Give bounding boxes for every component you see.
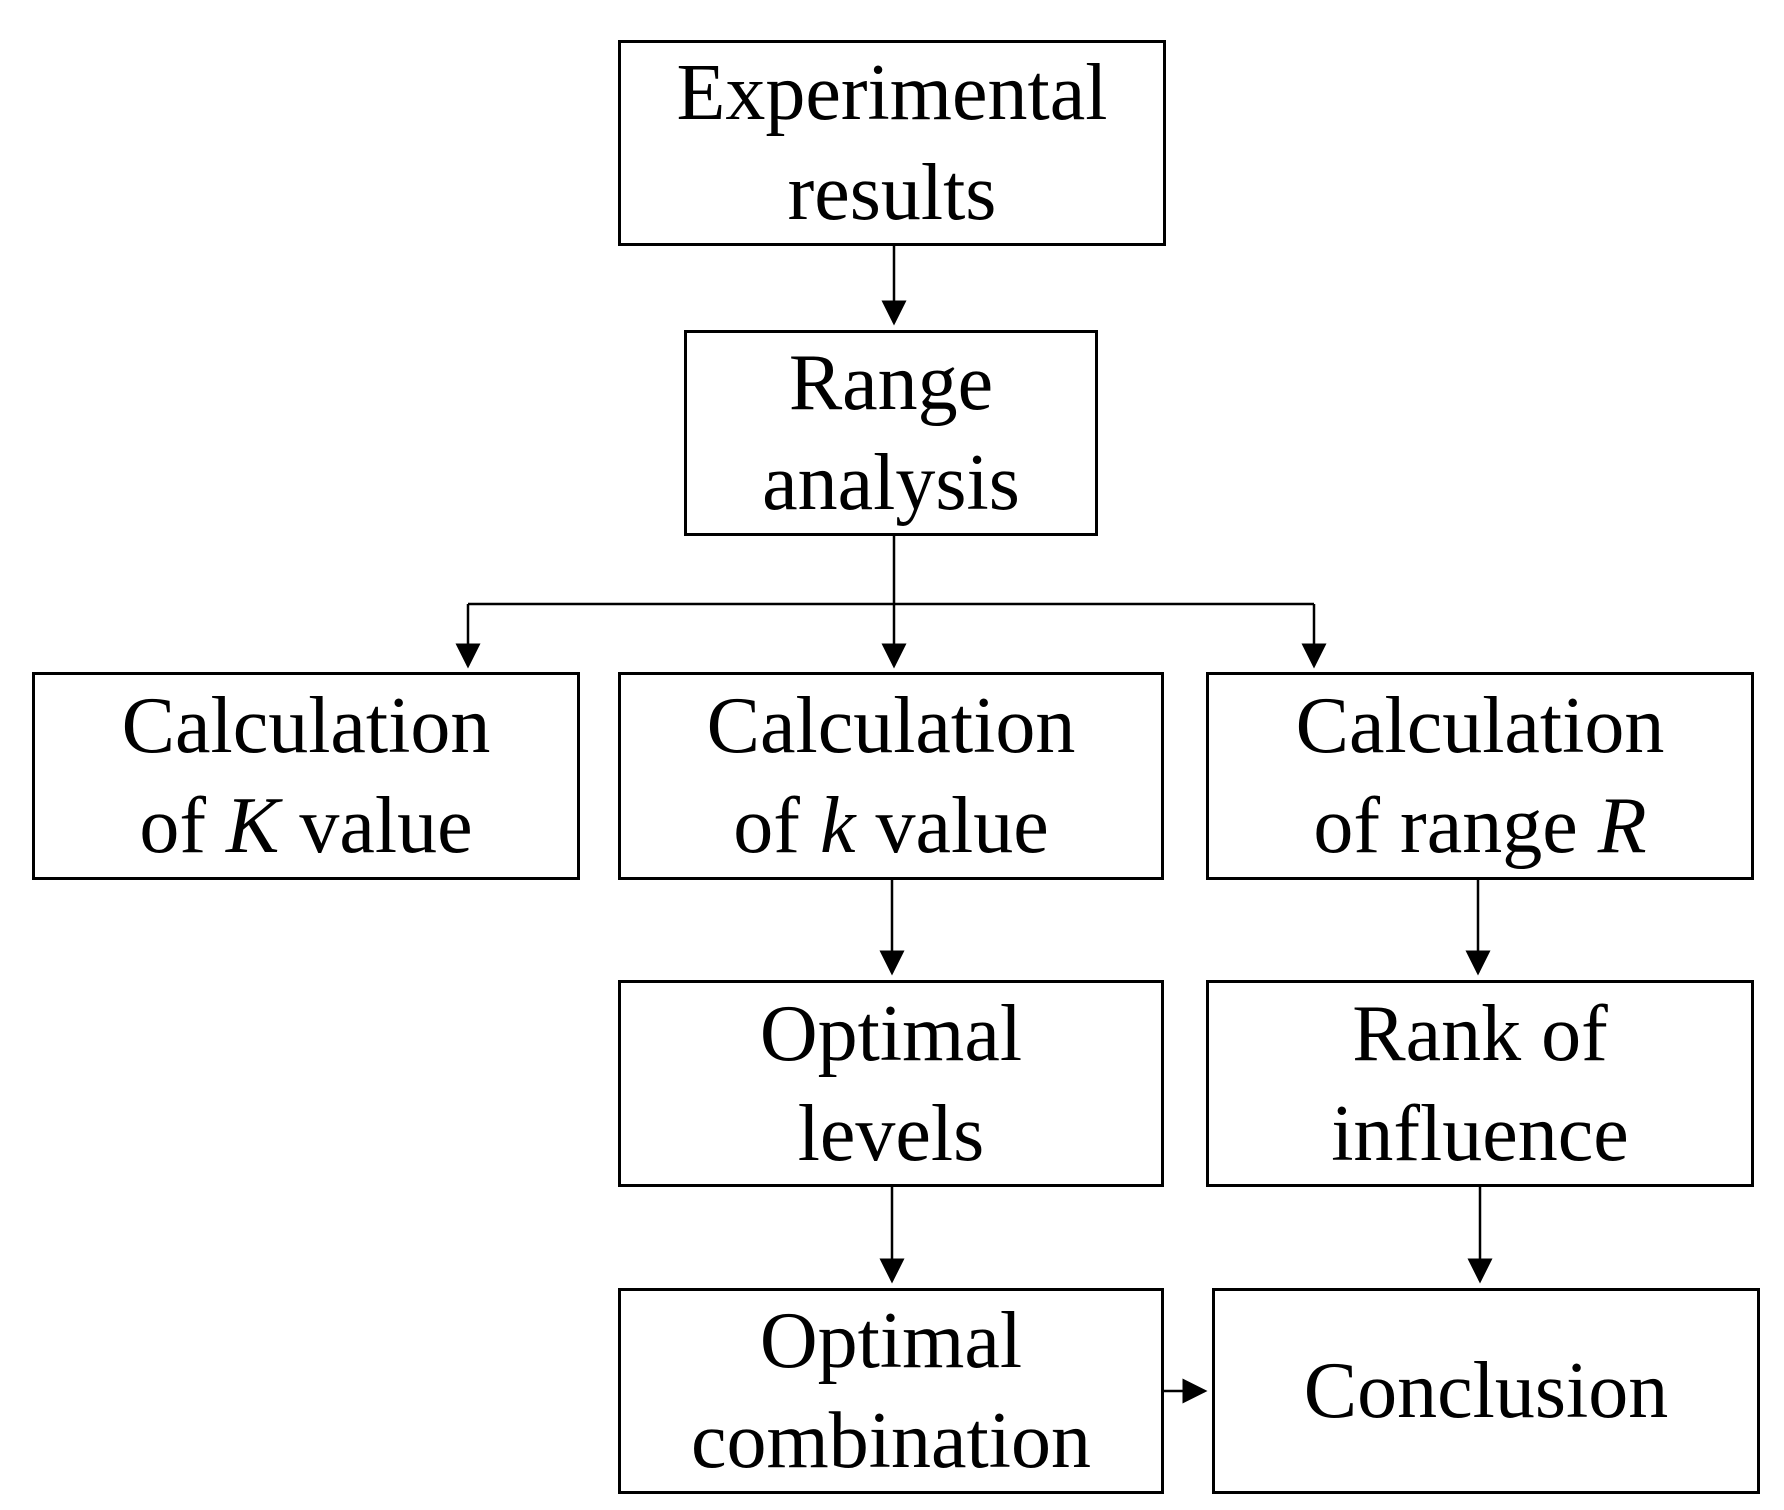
node-label-line2: of K value (139, 776, 472, 876)
node-range-analysis: Range analysis (684, 330, 1098, 536)
node-label-line1: Experimental (676, 49, 1108, 137)
node-label-line1: Optimal (759, 1297, 1023, 1385)
node-rank-of-influence: Rank of influence (1206, 980, 1754, 1187)
node-label-text: of range (1313, 782, 1598, 870)
node-label-text: value (855, 782, 1049, 870)
variable-K: K (226, 782, 280, 870)
node-experimental-results: Experimental results (618, 40, 1166, 246)
node-label-line2: results (787, 149, 997, 237)
node-label-line2: influence (1331, 1089, 1629, 1178)
node-label-text: value (279, 782, 473, 870)
node-optimal-combination: Optimal combination (618, 1288, 1164, 1494)
node-label-line1: Calculation (706, 682, 1076, 770)
node-conclusion: Conclusion (1212, 1288, 1760, 1494)
node-label-line1: Calculation (121, 682, 491, 770)
node-calc-range-R: Calculation of range R (1206, 672, 1754, 880)
node-label-line1: Rank of (1352, 989, 1608, 1078)
node-label-text: of (139, 782, 227, 870)
node-optimal-levels: Optimal levels (618, 980, 1164, 1187)
node-label-line1: Calculation (1295, 682, 1665, 770)
node-label-line2: analysis (762, 439, 1020, 527)
node-label-line2: of k value (733, 776, 1048, 876)
node-label-line2: combination (691, 1397, 1091, 1485)
node-calc-k-value: Calculation of k value (618, 672, 1164, 880)
node-label-line1: Optimal (759, 989, 1023, 1078)
node-label-line2: levels (797, 1089, 985, 1178)
variable-k: k (819, 782, 856, 870)
node-label-text: of (733, 782, 820, 870)
node-label-line2: of range R (1313, 776, 1646, 876)
variable-R: R (1597, 782, 1647, 870)
node-calc-K-value: Calculation of K value (32, 672, 580, 880)
node-label-line1: Conclusion (1303, 1347, 1669, 1435)
node-label-line1: Range (788, 339, 994, 427)
